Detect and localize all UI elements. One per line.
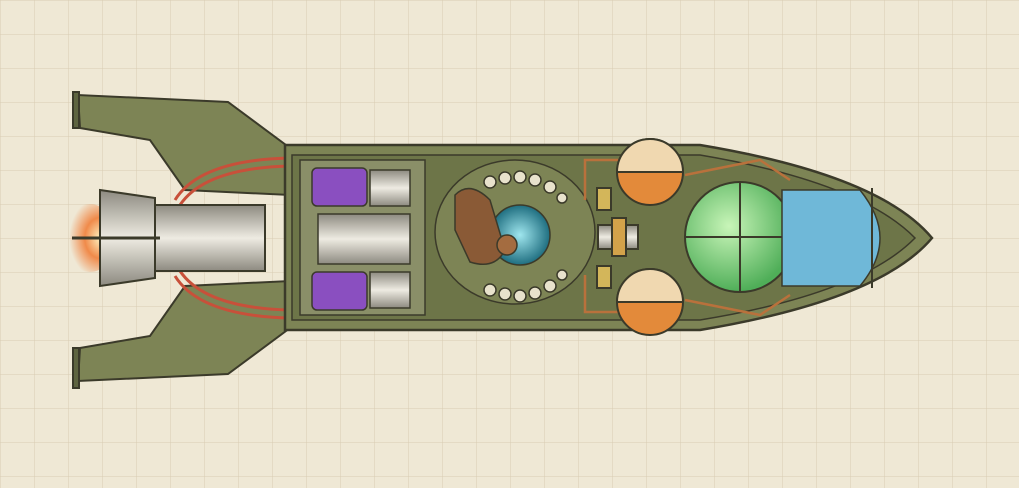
purple-coil-bottom — [311, 271, 368, 311]
gauges — [483, 170, 568, 303]
tail-fins — [72, 91, 291, 389]
cockpit — [434, 159, 596, 305]
engine-nozzle — [72, 188, 266, 288]
fuel-tanks — [596, 138, 796, 336]
payload-bay — [781, 189, 881, 287]
tank-pipes — [583, 158, 791, 317]
purple-coil-top — [311, 167, 368, 207]
engine-pipes — [173, 156, 291, 320]
engine-bay — [299, 159, 426, 316]
